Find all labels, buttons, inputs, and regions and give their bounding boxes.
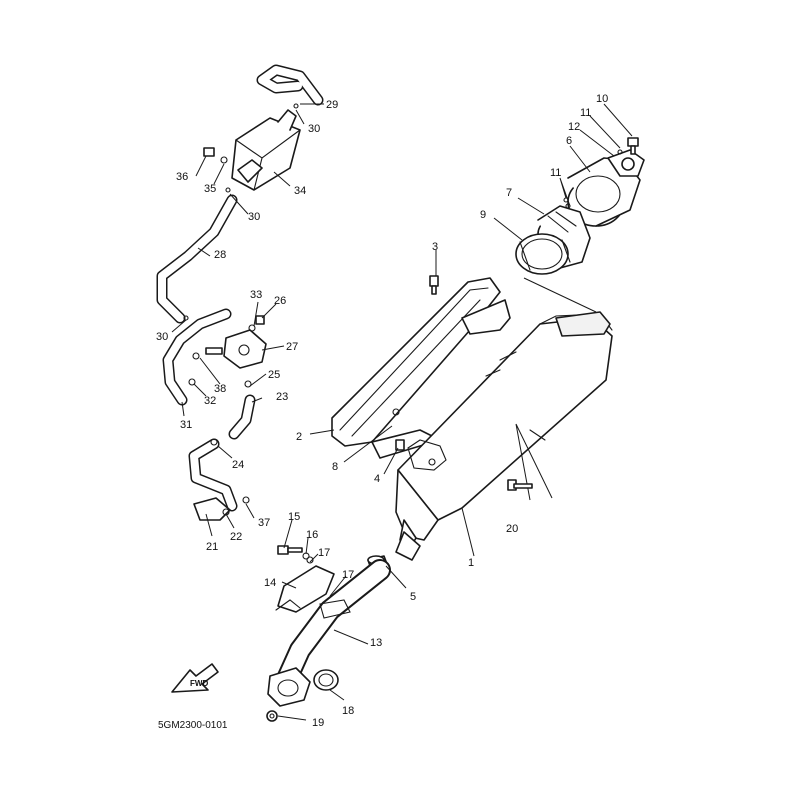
nut-19[interactable] xyxy=(266,710,278,722)
callout-4: 4 xyxy=(374,473,380,485)
callout-10: 10 xyxy=(596,93,608,105)
callout-5: 5 xyxy=(410,591,416,603)
bolt-3[interactable] xyxy=(429,275,439,295)
washer-35[interactable] xyxy=(220,156,228,164)
callout-13: 13 xyxy=(370,637,382,649)
callout-36: 36 xyxy=(176,171,188,183)
hose-29[interactable] xyxy=(256,64,324,106)
bolt-20[interactable] xyxy=(507,479,533,491)
gasket-18[interactable] xyxy=(313,669,339,691)
callout-38: 38 xyxy=(214,383,226,395)
screw-10[interactable] xyxy=(627,137,639,155)
clamp-32[interactable] xyxy=(188,378,196,386)
callout-11b: 11 xyxy=(550,167,561,179)
end-cap-gasket-12[interactable] xyxy=(607,149,645,177)
fwd-label: FWD xyxy=(190,679,208,688)
hose-23[interactable] xyxy=(228,394,256,440)
callout-30a: 30 xyxy=(308,123,320,135)
callout-31: 31 xyxy=(180,419,192,431)
callout-27: 27 xyxy=(286,341,298,353)
clamp-38[interactable] xyxy=(192,352,200,360)
air-filter-case-34[interactable] xyxy=(231,109,301,191)
exhaust-pipe[interactable] xyxy=(267,559,391,707)
callout-33: 33 xyxy=(250,289,262,301)
callout-22: 22 xyxy=(230,531,242,543)
callout-3: 3 xyxy=(432,241,438,253)
end-cap-ring-9[interactable] xyxy=(515,233,571,275)
callout-18: 18 xyxy=(342,705,354,717)
diagram-code: 5GM2300-0101 xyxy=(158,720,228,731)
washer-37[interactable] xyxy=(242,496,250,504)
callout-26: 26 xyxy=(274,295,286,307)
pipe-21[interactable] xyxy=(188,438,238,521)
callout-14: 14 xyxy=(264,577,276,589)
callout-2: 2 xyxy=(296,431,302,443)
pipe-protector-14[interactable] xyxy=(275,565,335,613)
callout-labels: 1 2 3 4 5 6 7 8 9 10 11 11 12 13 14 15 1… xyxy=(156,93,608,731)
callout-30c: 30 xyxy=(156,331,168,343)
callout-32: 32 xyxy=(204,395,216,407)
reed-valve-27[interactable] xyxy=(205,329,267,369)
callout-37: 37 xyxy=(258,517,270,529)
bolt-4[interactable] xyxy=(395,439,405,451)
clamp-33[interactable] xyxy=(248,324,256,332)
callout-11a: 11 xyxy=(580,107,591,119)
callout-30b: 30 xyxy=(248,211,260,223)
callout-15: 15 xyxy=(288,511,300,523)
callout-8: 8 xyxy=(332,461,338,473)
callout-17b: 17 xyxy=(342,569,354,581)
callout-29: 29 xyxy=(326,99,338,111)
callout-16: 16 xyxy=(306,529,318,541)
callout-1: 1 xyxy=(468,557,474,569)
callout-34: 34 xyxy=(294,185,306,197)
callout-25: 25 xyxy=(268,369,280,381)
callout-28: 28 xyxy=(214,249,226,261)
callout-6: 6 xyxy=(566,135,572,147)
callout-12: 12 xyxy=(568,121,580,133)
hose-28[interactable] xyxy=(156,194,238,324)
callout-9: 9 xyxy=(480,209,486,221)
callout-24: 24 xyxy=(232,459,244,471)
end-cap-cover[interactable] xyxy=(567,157,641,227)
muffler[interactable] xyxy=(395,311,613,561)
screw-26[interactable] xyxy=(255,315,265,325)
callout-17a: 17 xyxy=(318,547,330,559)
callout-23: 23 xyxy=(276,391,288,403)
fwd-arrow-icon: FWD xyxy=(171,663,219,693)
bolt-15[interactable] xyxy=(277,545,303,555)
bolt-36[interactable] xyxy=(203,147,215,157)
hose-31[interactable] xyxy=(162,308,232,406)
callout-35: 35 xyxy=(204,183,216,195)
heat-shield[interactable] xyxy=(331,277,511,459)
callout-19: 19 xyxy=(312,717,324,729)
callout-7: 7 xyxy=(506,187,512,199)
callout-20: 20 xyxy=(506,523,518,535)
callout-21: 21 xyxy=(206,541,218,553)
clamp-25[interactable] xyxy=(244,380,252,388)
leader-lines xyxy=(171,103,633,721)
clamp-24[interactable] xyxy=(210,438,218,446)
